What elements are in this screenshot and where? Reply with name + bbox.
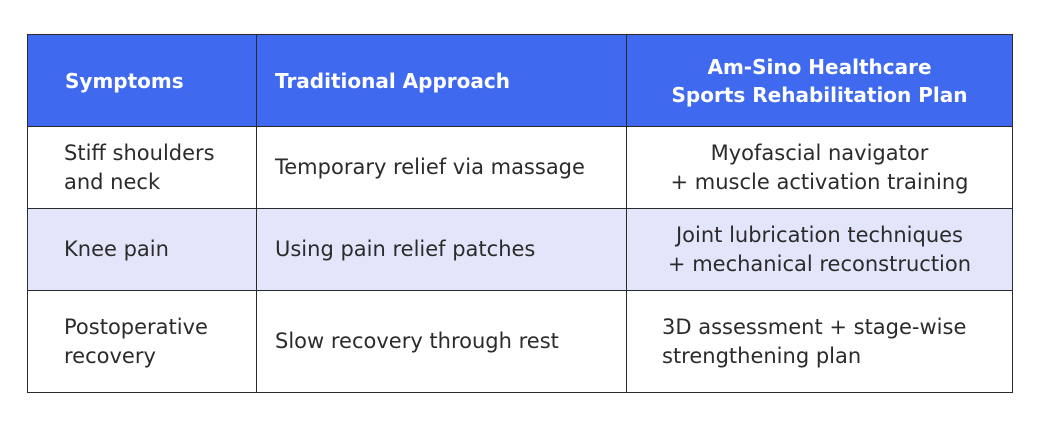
table-row: Postoperative recovery Slow recovery thr…	[27, 290, 1013, 393]
plan-cell: Joint lubrication techniques + mechanica…	[626, 208, 1013, 291]
table-row: Stiff shoulders and neck Temporary relie…	[27, 126, 1013, 209]
header-symptoms: Symptoms	[27, 34, 257, 127]
plan-text: 3D assessment + stage-wise strengthening…	[662, 314, 967, 368]
header-row: Symptoms Traditional Approach Am-Sino He…	[27, 34, 1013, 127]
plan-text: Joint lubrication techniques + mechanica…	[667, 222, 972, 276]
symptom-text: Postoperative recovery	[64, 314, 208, 368]
header-traditional-approach-label: Traditional Approach	[275, 68, 510, 93]
comparison-table: Symptoms Traditional Approach Am-Sino He…	[27, 34, 1013, 393]
header-rehabilitation-plan: Am-Sino Healthcare Sports Rehabilitation…	[626, 34, 1013, 127]
header-symptoms-label: Symptoms	[65, 68, 184, 93]
traditional-cell: Temporary relief via massage	[256, 126, 627, 209]
symptom-cell: Knee pain	[27, 208, 257, 291]
plan-cell: Myofascial navigator + muscle activation…	[626, 126, 1013, 209]
symptom-cell: Postoperative recovery	[27, 290, 257, 393]
traditional-cell: Slow recovery through rest	[256, 290, 627, 393]
header-rehabilitation-plan-label: Am-Sino Healthcare Sports Rehabilitation…	[671, 54, 968, 107]
table-row: Knee pain Using pain relief patches Join…	[27, 208, 1013, 291]
traditional-text: Slow recovery through rest	[275, 329, 559, 353]
traditional-text: Using pain relief patches	[275, 237, 536, 261]
symptom-text: Stiff shoulders and neck	[64, 140, 215, 194]
table-header: Symptoms Traditional Approach Am-Sino He…	[27, 34, 1013, 127]
header-traditional-approach: Traditional Approach	[256, 34, 627, 127]
plan-cell: 3D assessment + stage-wise strengthening…	[626, 290, 1013, 393]
symptom-cell: Stiff shoulders and neck	[27, 126, 257, 209]
plan-text: Myofascial navigator + muscle activation…	[670, 140, 969, 194]
traditional-text: Temporary relief via massage	[275, 155, 585, 179]
table-body: Stiff shoulders and neck Temporary relie…	[27, 126, 1013, 393]
traditional-cell: Using pain relief patches	[256, 208, 627, 291]
symptom-text: Knee pain	[64, 237, 169, 261]
